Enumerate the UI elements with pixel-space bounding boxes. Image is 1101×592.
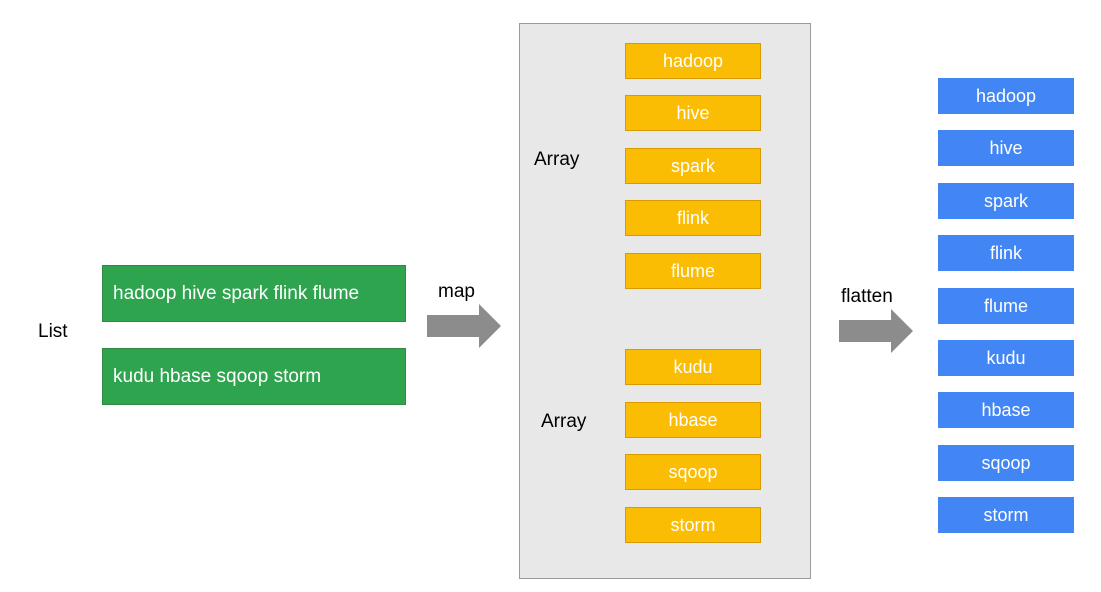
array-item: hbase xyxy=(625,402,761,438)
flattened-item: spark xyxy=(938,183,1074,219)
list-label: List xyxy=(38,321,68,342)
flattened-item: hive xyxy=(938,130,1074,166)
flattened-item: hadoop xyxy=(938,78,1074,114)
flattened-item: sqoop xyxy=(938,445,1074,481)
map-arrow-icon xyxy=(427,304,501,348)
array-item: storm xyxy=(625,507,761,543)
array-item: hadoop xyxy=(625,43,761,79)
array-label: Array xyxy=(534,149,580,170)
array-item: flume xyxy=(625,253,761,289)
flatten-arrow-icon xyxy=(839,309,913,353)
list-item: kudu hbase sqoop storm xyxy=(102,348,406,405)
array-item: sqoop xyxy=(625,454,761,490)
flattened-item: kudu xyxy=(938,340,1074,376)
flattened-item: flink xyxy=(938,235,1074,271)
flatten-label: flatten xyxy=(841,286,893,307)
array-item: flink xyxy=(625,200,761,236)
list-item: hadoop hive spark flink flume xyxy=(102,265,406,322)
array-item: hive xyxy=(625,95,761,131)
map-label: map xyxy=(438,281,475,302)
flattened-item: storm xyxy=(938,497,1074,533)
flattened-item: flume xyxy=(938,288,1074,324)
flattened-item: hbase xyxy=(938,392,1074,428)
array-item: spark xyxy=(625,148,761,184)
array-item: kudu xyxy=(625,349,761,385)
array-label: Array xyxy=(541,411,587,432)
